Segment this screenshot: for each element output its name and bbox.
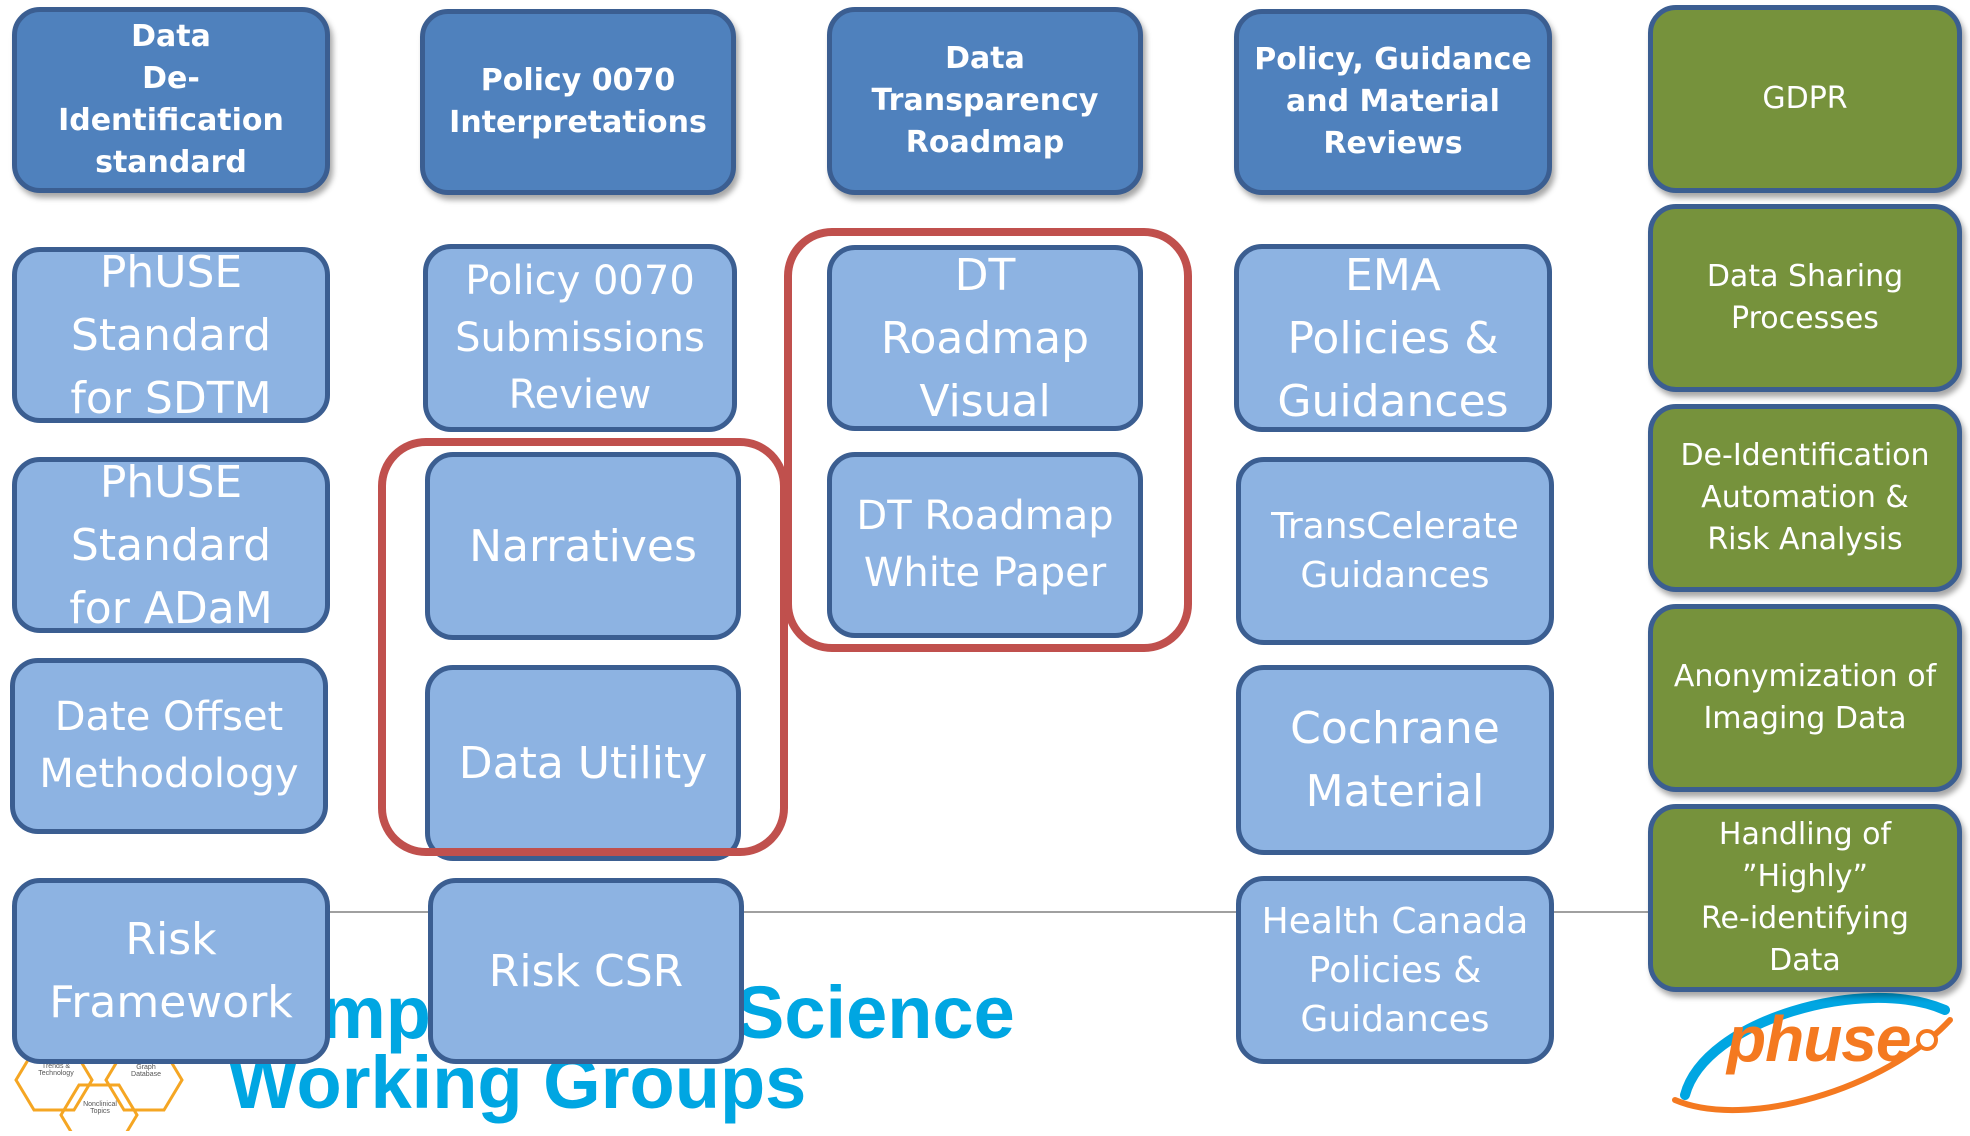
- box-data-sharing-processes[interactable]: Data Sharing Processes: [1648, 204, 1962, 392]
- banner-text-fragment: mp: [320, 971, 431, 1054]
- header-data-transparency-roadmap[interactable]: Data Transparency Roadmap: [827, 7, 1143, 195]
- box-gdpr[interactable]: GDPR: [1648, 5, 1962, 193]
- hex-label-nonclinical: Nonclinical Topics: [83, 1101, 117, 1115]
- background-divider-line-right: [1550, 911, 1650, 913]
- box-dt-roadmap-visual[interactable]: DT Roadmap Visual: [827, 245, 1143, 431]
- box-de-identification-automation-risk-analysis[interactable]: De-Identification Automation & Risk Anal…: [1648, 404, 1962, 592]
- box-date-offset-methodology[interactable]: Date Offset Methodology: [10, 658, 328, 834]
- box-anonymization-imaging-data[interactable]: Anonymization of Imaging Data: [1648, 604, 1962, 792]
- background-divider-line-middle: [740, 911, 1240, 913]
- box-risk-csr[interactable]: Risk CSR: [428, 878, 744, 1064]
- box-data-utility[interactable]: Data Utility: [425, 665, 741, 861]
- header-data-de-identification-standard[interactable]: Data De-Identification standard: [12, 7, 330, 193]
- phuse-logo: phuse: [1665, 980, 1965, 1120]
- box-phuse-standard-sdtm[interactable]: PhUSE Standard for SDTM: [12, 247, 330, 424]
- header-policy-guidance-material-reviews[interactable]: Policy, Guidance and Material Reviews: [1234, 9, 1552, 195]
- box-health-canada-policies-guidances[interactable]: Health Canada Policies & Guidances: [1236, 876, 1554, 1064]
- box-handling-highly-re-identifying-data[interactable]: Handling of ”Highly” Re-identifying Data: [1648, 804, 1962, 992]
- box-risk-framework[interactable]: Risk Framework: [12, 878, 330, 1064]
- box-policy-0070-submissions-review[interactable]: Policy 0070 Submissions Review: [423, 244, 737, 432]
- header-policy-0070-interpretations[interactable]: Policy 0070 Interpretations: [420, 9, 736, 195]
- phuse-logo-text: phuse: [1727, 1003, 1911, 1075]
- box-ema-policies-guidances[interactable]: EMA Policies & Guidances: [1234, 244, 1552, 432]
- box-transcelerate-guidances[interactable]: TransCelerate Guidances: [1236, 457, 1554, 645]
- banner-text-science: Science: [735, 971, 1015, 1054]
- background-divider-line-left: [330, 911, 430, 913]
- box-dt-roadmap-white-paper[interactable]: DT Roadmap White Paper: [827, 452, 1143, 638]
- box-cochrane-material[interactable]: Cochrane Material: [1236, 665, 1554, 855]
- box-narratives[interactable]: Narratives: [425, 452, 741, 640]
- box-phuse-standard-adam[interactable]: PhUSE Standard for ADaM: [12, 457, 330, 634]
- hex-label-trends: Trends & Technology: [38, 1063, 74, 1077]
